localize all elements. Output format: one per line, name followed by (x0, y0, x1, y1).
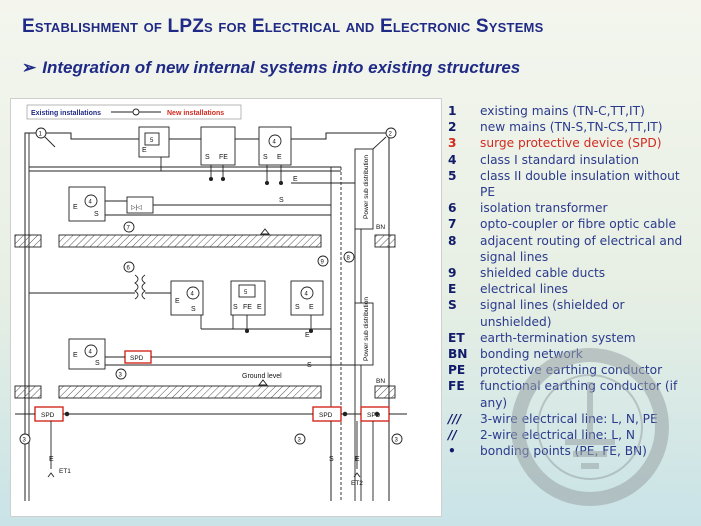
power-sub-distribution-lower: Power sub distribution (363, 297, 370, 361)
two-wire-symbol-icon: // (448, 428, 457, 443)
svg-text:BN: BN (376, 378, 385, 385)
svg-text:3: 3 (119, 373, 123, 379)
svg-text:6: 6 (127, 266, 131, 272)
svg-text:SPD: SPD (319, 412, 333, 419)
svg-text:▷|◁: ▷|◁ (131, 205, 142, 211)
et1-label: ET1 (59, 468, 71, 475)
svg-text:4: 4 (89, 350, 93, 356)
svg-text:SPD: SPD (367, 412, 381, 419)
slide-title: Establishment of LPZs for Electrical and… (22, 16, 544, 37)
svg-text:BN: BN (376, 224, 385, 231)
svg-text:S: S (295, 304, 300, 311)
et2-label: ET2 (351, 480, 363, 487)
svg-text:E: E (309, 304, 314, 311)
svg-text:S: S (263, 154, 268, 161)
svg-text:E: E (73, 204, 78, 211)
legend-row-bonding: •bonding points (PE, FE, BN) (448, 444, 647, 459)
svg-text:4: 4 (273, 140, 277, 146)
svg-text:SPD: SPD (41, 412, 55, 419)
ground-slab (58, 385, 322, 399)
marker-2 (385, 127, 397, 139)
svg-text:S: S (279, 197, 284, 204)
svg-text:3: 3 (23, 438, 27, 444)
svg-text:2: 2 (389, 132, 393, 138)
svg-text:3: 3 (298, 438, 302, 444)
floor-slab-left-2 (14, 385, 42, 399)
svg-text:E: E (142, 147, 147, 154)
svg-text:SPD: SPD (130, 355, 144, 362)
svg-text:9: 9 (321, 260, 325, 266)
svg-text:4: 4 (89, 200, 93, 206)
svg-text:4: 4 (191, 292, 195, 298)
svg-text:FE: FE (219, 154, 228, 161)
svg-text:E: E (257, 304, 262, 311)
svg-text:5: 5 (244, 290, 248, 296)
svg-text:E: E (355, 456, 360, 463)
bonding-point-icon: • (448, 444, 456, 459)
svg-text:4: 4 (305, 292, 309, 298)
marker-1 (35, 127, 47, 139)
power-sub-distribution-upper: Power sub distribution (363, 155, 370, 219)
svg-text:S: S (307, 362, 312, 369)
svg-text:FE: FE (243, 304, 252, 311)
svg-text:E: E (305, 332, 310, 339)
svg-text:E: E (293, 176, 298, 183)
svg-text:3: 3 (395, 438, 399, 444)
arrow-bullet-icon: ➢ (22, 58, 37, 77)
svg-text:S: S (95, 360, 100, 367)
svg-text:8: 8 (347, 256, 351, 262)
svg-text:1: 1 (39, 132, 43, 138)
lpz-wiring-diagram: Existing installations New installations… (10, 98, 442, 517)
legend-row-3wire: ///3-wire electrical line: L, N, PE (448, 411, 658, 426)
ground-level-label: Ground level (242, 373, 282, 380)
legend-new-label: New installations (167, 110, 224, 117)
three-wire-symbol-icon: /// (448, 411, 462, 426)
svg-text:E: E (73, 352, 78, 359)
slide-subtitle: ➢ Integration of new internal systems int… (22, 58, 682, 78)
existing-new-legend: Existing installations New installations (26, 104, 242, 120)
svg-text:E: E (175, 298, 180, 305)
svg-text:E: E (277, 154, 282, 161)
floor-slab-left-1 (14, 234, 42, 248)
legend-existing-label: Existing installations (31, 110, 101, 117)
svg-text:S: S (205, 154, 210, 161)
svg-text:5: 5 (150, 138, 154, 144)
floor-slab-1 (58, 234, 322, 248)
svg-text:S: S (191, 306, 196, 313)
svg-text:S: S (233, 304, 238, 311)
svg-text:7: 7 (127, 226, 131, 232)
svg-text:S: S (329, 456, 334, 463)
svg-text:S: S (94, 211, 99, 218)
svg-text:E: E (49, 456, 54, 463)
subtitle-text: Integration of new internal systems into… (42, 58, 521, 77)
legend-row-2wire: //2-wire electrical line: L, N (448, 428, 635, 443)
